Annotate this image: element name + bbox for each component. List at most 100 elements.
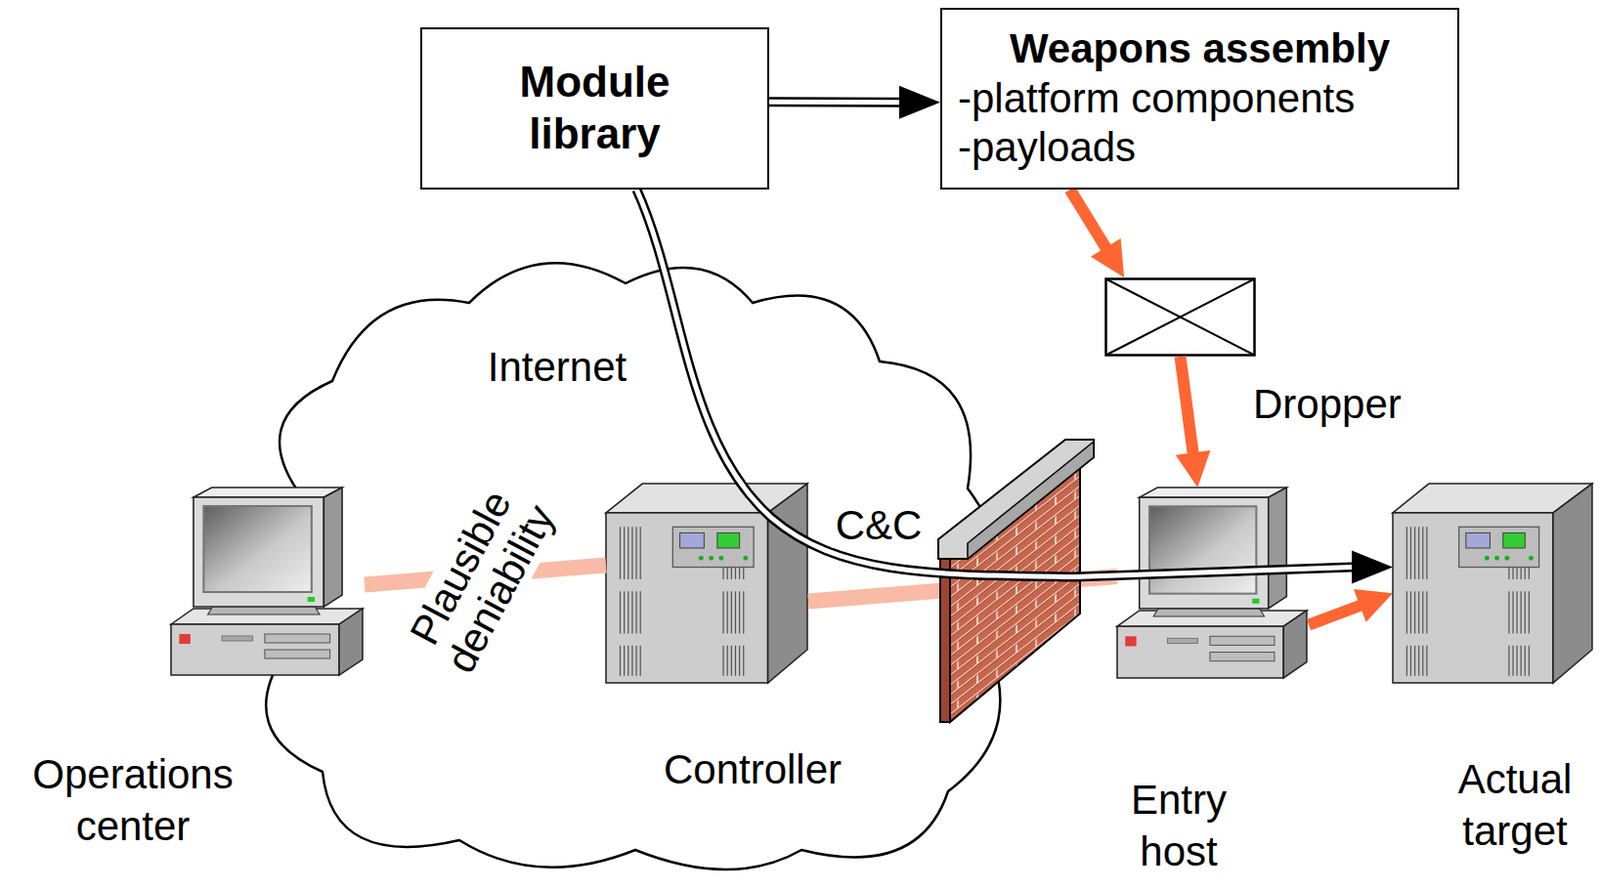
server-icon-part: [1418, 646, 1420, 677]
server-icon-part: [640, 526, 642, 580]
edge-label: C&C: [831, 503, 927, 549]
server-icon-part: [1422, 591, 1424, 634]
server-icon-part: [1414, 526, 1416, 580]
firewall-wall-part: [967, 441, 1094, 560]
computer-icon-part: [1149, 506, 1256, 594]
internet-cloud-part: [258, 262, 1003, 870]
server-icon-part: [1426, 526, 1428, 580]
server-icon-part: [627, 591, 629, 634]
connector-line: [636, 189, 1352, 578]
server-icon-part: [623, 646, 625, 677]
server-icon-part: [631, 646, 633, 677]
computer-icon-part: [1117, 610, 1307, 627]
server-icon-part: [1459, 526, 1540, 567]
server-icon-part: [1410, 646, 1412, 677]
computer-icon-part: [1268, 487, 1288, 609]
computer-icon-part: [1252, 599, 1259, 605]
box-heading: Weapons assembly: [957, 24, 1442, 74]
box-heading: Module library: [473, 56, 718, 161]
server-icon-part: [1414, 646, 1416, 677]
server-icon-part: [605, 483, 808, 514]
server-icon-part: [1520, 646, 1522, 677]
server-icon-part: [1528, 526, 1530, 580]
computer-icon-part: [1139, 487, 1288, 498]
operations-computer: Operations center: [171, 487, 365, 679]
computer-icon-part: [208, 605, 321, 615]
computer-icon-part: [178, 634, 190, 645]
computer-icon-part: [307, 597, 315, 603]
server-icon-part: [722, 526, 724, 580]
computer-icon-part: [221, 636, 253, 642]
server-icon-part: [738, 591, 740, 634]
computer-icon-part: [1283, 610, 1307, 679]
internet-cloud-node: InternetController: [244, 244, 1022, 878]
server-icon-part: [698, 556, 704, 562]
arrow-head: [1353, 589, 1393, 623]
server-icon-part: [635, 646, 637, 677]
server-icon-part: [1512, 646, 1514, 677]
dropper-envelope: Dropper: [1104, 277, 1256, 357]
server-icon-part: [1484, 556, 1490, 562]
envelope-icon-part: [1106, 279, 1255, 356]
connector-core: [636, 189, 1352, 578]
server-icon-part: [719, 556, 725, 562]
server-icon-part: [1414, 591, 1416, 634]
server-icon-part: [735, 526, 736, 580]
server-icon-part: [623, 591, 625, 634]
edge-label: Plausible deniability: [386, 454, 575, 703]
arrow-head: [899, 86, 941, 120]
computer-icon-part: [193, 487, 343, 498]
arrow-head: [1090, 238, 1125, 278]
controller-server: Controller: [605, 482, 809, 685]
connector: [1175, 356, 1211, 488]
server-icon-part: [1528, 646, 1530, 677]
connector: [1308, 589, 1393, 625]
server-icon: [1392, 482, 1594, 685]
server-icon-part: [619, 526, 621, 580]
computer-icon: [171, 487, 365, 679]
arrow-head: [1351, 551, 1393, 585]
target-server: Actual target: [1392, 482, 1594, 685]
server-icon-part: [727, 526, 729, 580]
server-icon-part: [619, 591, 621, 634]
server-icon-part: [1508, 591, 1510, 634]
firewall-wall-part: [938, 439, 1094, 560]
server-icon-part: [1494, 556, 1500, 562]
server-icon-part: [672, 526, 754, 567]
server-icon-part: [738, 646, 740, 677]
computer-icon-part: [1153, 606, 1264, 617]
computer-icon-part: [171, 608, 363, 625]
server-icon-part: [1418, 591, 1420, 634]
server-icon-part: [1410, 526, 1412, 580]
computer-icon-part: [1117, 626, 1284, 679]
computer-icon-part: [1210, 652, 1275, 662]
server-icon-part: [1406, 646, 1408, 677]
server-icon-part: [619, 646, 621, 677]
envelope-icon: [1104, 277, 1256, 357]
connector-line: [769, 96, 902, 107]
computer-icon-part: [171, 624, 340, 676]
computer-icon-part: [1139, 497, 1269, 609]
node-label: Actual target: [1427, 754, 1600, 858]
server-icon-part: [1503, 533, 1526, 549]
entry-computer: Entry host: [1117, 487, 1309, 682]
server-icon-part: [1426, 591, 1428, 634]
server-icon: [605, 482, 809, 685]
computer-icon-part: [339, 608, 363, 676]
server-icon-part: [717, 533, 740, 549]
server-icon-part: [1512, 526, 1514, 580]
server-icon-part: [1508, 646, 1510, 677]
server-icon-part: [742, 526, 744, 580]
server-icon-part: [635, 526, 637, 580]
server-icon-part: [1524, 646, 1526, 677]
library-box: Module library: [420, 27, 770, 190]
computer-icon-part: [1167, 638, 1199, 644]
computer-icon-part: [1124, 636, 1136, 647]
computer-icon-part: [264, 634, 331, 644]
server-icon-part: [1422, 646, 1424, 677]
server-icon-part: [1520, 591, 1522, 634]
server-icon-part: [1392, 483, 1593, 514]
internet-cloud: [244, 244, 1022, 878]
server-icon-part: [640, 646, 642, 677]
